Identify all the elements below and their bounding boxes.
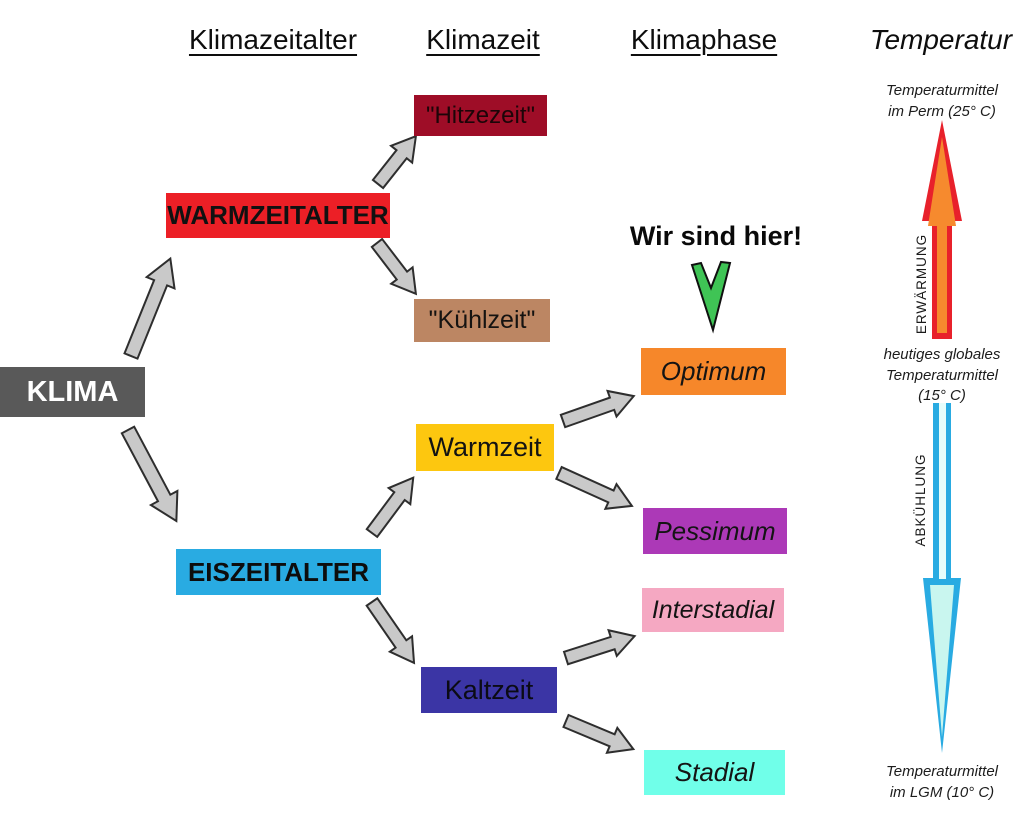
node-stadial: Stadial [644,750,785,795]
temp-note-lgm-line1: Temperaturmittel [886,763,998,780]
warming-axis-label: ERWÄRMUNG [914,233,929,335]
column-header-temperatur: Temperatur [869,24,1013,55]
node-optimum: Optimum [641,348,786,395]
column-header-klimazeit: Klimazeit [426,24,540,55]
column-header-klimazeitalter: Klimazeitalter [188,24,358,55]
warming-arrow-inner [928,137,956,333]
temp-note-perm-line1: Temperaturmittel [886,82,998,99]
temp-note-perm: Temperaturmittel im Perm (25° C) [852,81,1024,122]
cooling-arrow-down-icon [923,403,961,753]
temp-note-today-line2: Temperaturmittel [886,366,998,384]
arrow-klima-to-warmzeitalter [123,256,176,360]
warming-arrow-up-icon [922,120,962,339]
cooling-arrow-inner-head [930,585,954,737]
arrow-klima-to-eiszeitalter [120,425,179,523]
arrow-warmzeit-to-pessimum [555,465,634,510]
connector-arrows [120,134,637,754]
arrow-warmzeitalter-to-hitzezeit [371,134,418,190]
we-are-here-label: Wir sind hier! [629,221,803,251]
node-warmzeit: Warmzeit [416,424,554,471]
node-kuehlzeit: "Kühlzeit" [414,299,550,342]
temp-note-lgm: Temperaturmittel im LGM (10° C) [852,762,1024,803]
arrow-kaltzeit-to-stadial [562,713,636,754]
arrow-warmzeitalter-to-kuehlzeit [370,237,418,296]
temp-note-lgm-line2: im LGM (10° C) [889,783,995,801]
temp-note-today-line1: heutiges globales [883,346,1001,363]
node-pessimum: Pessimum [643,508,787,554]
node-kaltzeit: Kaltzeit [421,667,557,713]
node-hitzezeit: "Hitzezeit" [414,95,547,136]
arrow-eiszeitalter-to-warmzeit [365,476,415,539]
here-chevron-down-icon [690,260,732,334]
temp-note-perm-line2: im Perm (25° C) [888,102,996,120]
arrow-warmzeit-to-optimum [559,389,636,429]
cooling-arrow-inner-shaft [939,403,946,579]
arrow-kaltzeit-to-interstadial [562,628,637,666]
temp-note-today-line3: (15° C) [918,387,966,405]
node-eiszeitalter: EISZEITALTER [176,549,381,595]
arrow-eiszeitalter-to-kaltzeit [365,596,416,665]
node-warmzeitalter: WARMZEITALTER [166,193,390,238]
column-header-klimaphase: Klimaphase [630,24,778,55]
temp-note-today: heutiges globales Temperaturmittel (15° … [852,345,1024,407]
cooling-axis-label: ABKÜHLUNG [913,453,928,547]
node-klima: KLIMA [0,367,145,417]
node-interstadial: Interstadial [642,588,784,632]
